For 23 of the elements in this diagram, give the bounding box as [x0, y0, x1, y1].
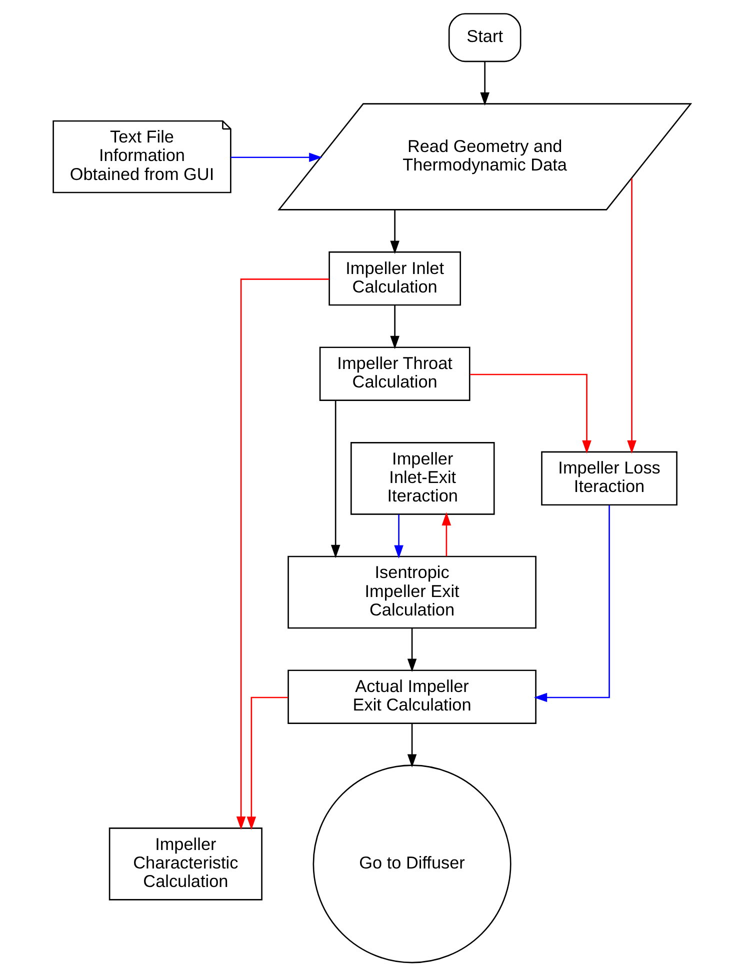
- arrow: [470, 374, 592, 454]
- node-box: Impeller Throat Calculation: [319, 346, 470, 401]
- node-box: Actual Impeller Exit Calculation: [288, 670, 536, 724]
- arrow: [394, 514, 404, 558]
- node-box: Start: [448, 13, 522, 62]
- arrow: [390, 210, 400, 254]
- node-box: Impeller Inlet-Exit Iteraction: [350, 442, 495, 515]
- arrow: [330, 400, 340, 558]
- arrow: [534, 505, 610, 702]
- arrow: [480, 62, 490, 106]
- node-box: Impeller Inlet Calculation: [328, 251, 462, 306]
- node-circle: Go to Diffuser: [312, 764, 512, 964]
- arrow: [236, 278, 330, 830]
- arrow: [407, 723, 417, 768]
- arrow: [230, 152, 322, 162]
- arrow: [390, 305, 400, 350]
- node-box: Isentropic Impeller Exit Calculation: [288, 556, 536, 629]
- arrow: [246, 696, 288, 830]
- arrow: [627, 178, 636, 454]
- arrow: [407, 628, 417, 672]
- node-box: Impeller Characteristic Calculation: [108, 828, 262, 900]
- arrow: [442, 512, 452, 556]
- node-box: Impeller Loss Iteraction: [541, 451, 678, 506]
